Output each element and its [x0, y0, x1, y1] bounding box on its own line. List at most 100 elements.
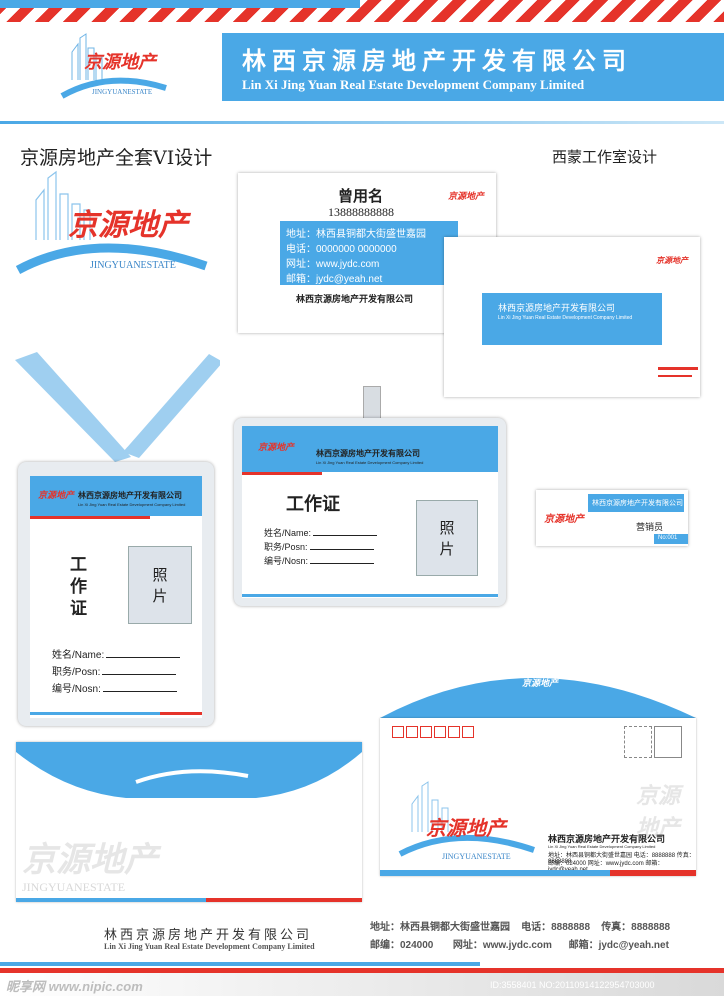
watermark-id: ID:3558401 NO:20110914122954703000	[490, 980, 655, 990]
envelope-flap-logo: 京源地产	[522, 679, 559, 689]
vbadge-number-row: 编号/Nosn:	[52, 680, 177, 695]
footer-address: 地址：林西县铜都大街盛世嘉园	[370, 922, 510, 933]
stamp-box-2	[654, 726, 682, 758]
name-tag-number-box	[654, 534, 688, 544]
vbadge-number-label: 编号/Nosn:	[52, 684, 101, 695]
card-back-company: 林西京源房地产开发有限公司	[498, 303, 616, 313]
hbadge-number-field[interactable]	[310, 563, 375, 564]
card-address: 地址：林西县铜都大街盛世嘉园	[286, 229, 426, 240]
envelope-fax: 传真：8888888	[548, 853, 695, 865]
hbadge-title: 工作证	[286, 494, 340, 515]
main-logo-sub: JINGYUANESTATE	[90, 260, 176, 271]
card-tel: 电话：0000000 0000000	[286, 244, 397, 255]
envelope-company: 林西京源房地产开发有限公司	[548, 834, 666, 844]
skyline-icon	[398, 781, 535, 857]
footer-web: 网址：www.jydc.com	[452, 940, 552, 951]
name-tag: 林西京源房地产开发有限公司 京源地产 营销员 No:001	[536, 490, 688, 546]
vbadge-name-row: 姓名/Name:	[52, 646, 181, 661]
page-title: 京源房地产全套VI设计	[20, 147, 213, 169]
vbadge-photo: 照 片	[128, 546, 192, 624]
vbadge-photo-1: 照	[152, 566, 168, 584]
footer-watermark-bar	[0, 973, 724, 996]
header-logo-sub: JINGYUANESTATE	[92, 88, 153, 96]
vertical-badge: 京源地产 林西京源房地产开发有限公司 Lin Xi Jing Yuan Real…	[30, 476, 202, 718]
footer-company-cn: 林西京源房地产开发有限公司	[104, 927, 313, 942]
vbadge-title-1: 工	[70, 555, 87, 575]
hbadge-name-label: 姓名/Name:	[264, 528, 312, 538]
envelope-front-logo: 京源地产	[426, 816, 506, 840]
card-web: 网址：www.jydc.com	[286, 259, 380, 270]
studio-credit: 西蒙工作室设计	[552, 148, 658, 166]
card-logo-name: 京源地产	[448, 192, 485, 202]
envelope-address: 地址：林西县铜都大街盛世嘉园	[548, 853, 633, 859]
main-logo: 京源地产 JINGYUANESTATE	[15, 170, 216, 280]
envelope-web: 网址：www.jydc.com	[587, 861, 644, 867]
hbadge-photo-1: 照	[439, 519, 455, 537]
envelope-post: 邮编：024000	[548, 861, 587, 867]
watermark-site: 昵享网 www.nipic.com	[6, 979, 143, 994]
envelope-flap	[16, 742, 362, 798]
envelope-tel: 电话：8888888	[633, 853, 676, 859]
vbadge-name-field[interactable]	[106, 657, 181, 658]
vbadge-top-band	[30, 476, 202, 516]
lanyard	[15, 352, 220, 462]
name-tag-band	[588, 494, 684, 512]
hbadge-position-label: 职务/Posn:	[264, 542, 308, 552]
name-tag-logo: 京源地产	[544, 514, 584, 525]
card-contact-panel: 地址：林西县铜都大街盛世嘉园 电话：0000000 0000000 网址：www…	[280, 221, 458, 285]
name-tag-number: No:001	[658, 535, 678, 541]
name-tag-company: 林西京源房地产开发有限公司	[592, 500, 683, 507]
envelope-front-watermark: 京源地产	[636, 784, 681, 841]
hbadge-bottom-band	[242, 594, 498, 597]
vbadge-red-curve	[30, 516, 150, 519]
card-back-company-en: Lin Xi Jing Yuan Real Estate Development…	[498, 315, 633, 321]
footer-post: 邮编：024000	[370, 940, 434, 951]
header-company-cn: 林西京源房地产开发有限公司	[242, 48, 632, 75]
vbadge-position-field[interactable]	[102, 674, 177, 675]
hbadge-company: 林西京源房地产开发有限公司	[316, 449, 420, 458]
hbadge-top-band	[242, 426, 498, 472]
vbadge-title-3: 证	[70, 599, 87, 619]
vbadge-name-label: 姓名/Name:	[52, 650, 105, 661]
footer-line-1: 地址：林西县铜都大街盛世嘉园 电话：8888888 传真：8888888	[370, 918, 670, 933]
vbadge-bottom-band	[30, 712, 160, 715]
envelope-front-logo-sub: JINGYUANESTATE	[442, 852, 511, 861]
vbadge-logo: 京源地产	[38, 491, 75, 501]
horizontal-badge: 京源地产 林西京源房地产开发有限公司 Lin Xi Jing Yuan Real…	[242, 426, 498, 598]
footer-line-2: 邮编：024000 网址：www.jydc.com 邮箱：jydc@yeah.n…	[370, 936, 669, 951]
header-company-en: Lin Xi Jing Yuan Real Estate Development…	[242, 77, 585, 92]
envelope-back-watermark-sub: JINGYUANESTATE	[22, 880, 126, 894]
footer-fax: 传真：8888888	[601, 922, 671, 933]
envelope-front-flap	[380, 678, 696, 718]
stamp-box-1	[624, 726, 652, 758]
hbadge-position-row: 职务/Posn:	[264, 540, 374, 553]
postal-code-boxes	[392, 726, 474, 738]
card-back-logo: 京源地产	[656, 256, 688, 265]
envelope-back-red	[206, 898, 362, 902]
card-person-name: 曾用名	[338, 187, 384, 205]
footer-tel: 电话：8888888	[521, 922, 591, 933]
card-back-red-stripe-2	[658, 375, 692, 377]
hbadge-name-field[interactable]	[313, 535, 378, 536]
card-mail: 邮箱：jydc@yeah.net	[286, 274, 383, 285]
name-tag-role: 营销员	[636, 522, 664, 532]
header-divider	[0, 121, 724, 124]
header-logo-name: 京源地产	[84, 52, 156, 73]
card-phone: 13888888888	[328, 205, 394, 219]
vbadge-title-2: 作	[70, 577, 87, 597]
hbadge-position-field[interactable]	[309, 549, 374, 550]
hbadge-photo: 照 片	[416, 500, 478, 576]
vbadge-position-label: 职务/Posn:	[52, 667, 101, 678]
envelope-back-bottom	[16, 898, 206, 902]
hbadge-number-label: 编号/Nosn:	[264, 556, 309, 566]
vbadge-company: 林西京源房地产开发有限公司	[78, 491, 182, 500]
vbadge-photo-2: 片	[152, 587, 168, 605]
envelope-back-watermark: 京源地产	[22, 840, 158, 880]
footer-company-en: Lin Xi Jing Yuan Real Estate Development…	[104, 942, 315, 951]
footer-blue-line	[0, 962, 480, 966]
header-logo: 京源地产 JINGYUANESTATE	[58, 30, 178, 110]
skyline-icon	[60, 33, 167, 99]
vbadge-number-field[interactable]	[102, 691, 177, 692]
envelope-back: 京源地产 JINGYUANESTATE	[16, 742, 362, 902]
envelope-company-en: Lin Xi Jing Yuan Real Estate Development…	[548, 844, 656, 849]
